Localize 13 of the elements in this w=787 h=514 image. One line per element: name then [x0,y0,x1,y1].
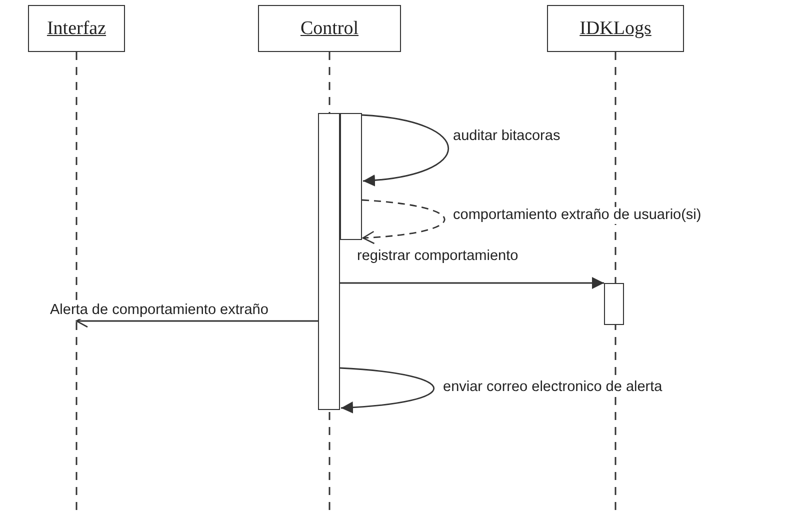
dashed-arrow [362,199,446,244]
activation-bar [318,113,340,410]
participant-box: Control [258,5,401,52]
arrow [362,114,449,186]
message-label: comportamiento extraño de usuario(si) [453,207,702,224]
participant-box: IDKLogs [547,5,684,52]
participant-box: Interfaz [28,5,125,52]
message-label: registrar comportamiento [357,248,518,265]
arrow [340,367,434,414]
activation-bar [604,283,624,325]
arrow [340,277,604,289]
activation-bar [340,113,362,240]
message-label: Alerta de comportamiento extraño [50,302,268,319]
